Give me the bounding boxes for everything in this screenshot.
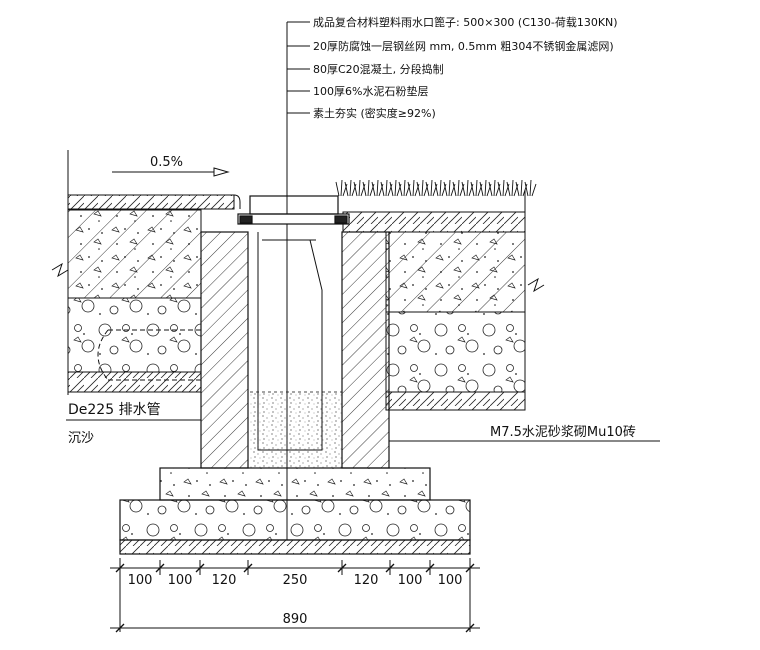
grass-tuft bbox=[380, 179, 393, 197]
left-brick-wall bbox=[200, 231, 249, 469]
right-brick-wall bbox=[341, 231, 390, 469]
right-pavement bbox=[342, 190, 545, 411]
dim-segment-5: 120 bbox=[354, 573, 379, 588]
callout-list: 成品复合材料塑料雨水口篦子: 500×300 (C130-荷载130KN) 20… bbox=[313, 15, 618, 120]
grass-tuft bbox=[335, 179, 348, 197]
callout-compacted-soil: 素土夯实 (密实度≥92%) bbox=[313, 106, 436, 120]
grass-tuft bbox=[470, 179, 483, 197]
grass-tuft bbox=[344, 179, 357, 197]
grass-tuft bbox=[524, 179, 537, 197]
drain-pipe bbox=[97, 329, 201, 381]
wall-label: M7.5水泥砂浆砌Mu10砖 bbox=[490, 425, 636, 440]
grass-tuft bbox=[497, 179, 510, 197]
slope-arrow: 0.5% bbox=[112, 155, 230, 177]
callout-cement-stone-layer: 100厚6%水泥石粉垫层 bbox=[313, 84, 428, 98]
grass-tuft bbox=[506, 179, 519, 197]
grate-frame bbox=[237, 213, 350, 225]
grass-tuft bbox=[488, 179, 501, 197]
annotation-labels: De225 排水管 沉沙 M7.5水泥砂浆砌Mu10砖 bbox=[66, 402, 660, 446]
grass-tuft bbox=[416, 179, 429, 197]
grass-tuft bbox=[461, 179, 474, 197]
grass-tuft bbox=[425, 179, 438, 197]
left-gravel-layer bbox=[67, 297, 202, 373]
grass-tuft bbox=[362, 179, 375, 197]
grass-tuft bbox=[452, 179, 465, 197]
callout-grate: 成品复合材料塑料雨水口篦子: 500×300 (C130-荷载130KN) bbox=[313, 15, 618, 29]
dim-segment-4: 250 bbox=[283, 573, 308, 588]
dim-segment-2: 100 bbox=[168, 573, 193, 588]
grass-tuft bbox=[479, 179, 492, 197]
grass-tuft bbox=[353, 179, 366, 197]
foundation-concrete-slab bbox=[159, 467, 431, 501]
foundation-compacted-soil bbox=[119, 539, 471, 555]
sediment-label: 沉沙 bbox=[68, 431, 94, 446]
left-soil-layer bbox=[67, 371, 202, 393]
grass-tuft bbox=[443, 179, 456, 197]
inlet-structure bbox=[200, 195, 390, 469]
foundation bbox=[119, 467, 471, 555]
dim-segment-6: 100 bbox=[398, 573, 423, 588]
grate-cover bbox=[249, 195, 339, 215]
grass-tuft bbox=[371, 179, 384, 197]
callout-c20-concrete: 80厚C20混凝土, 分段捣制 bbox=[313, 62, 444, 76]
dimension-ticks bbox=[115, 563, 475, 633]
right-grass-base bbox=[342, 211, 526, 233]
callout-filter-mesh: 20厚防腐蚀一层钢丝网 mm, 0.5mm 粗304不锈钢金属滤网) bbox=[313, 39, 614, 53]
sediment-fill bbox=[250, 392, 342, 468]
dim-segment-1: 100 bbox=[128, 573, 153, 588]
foundation-gravel-bed bbox=[119, 499, 471, 541]
grass-tuft bbox=[389, 179, 402, 197]
grass-surface bbox=[335, 179, 537, 197]
left-pavement bbox=[51, 150, 241, 395]
dim-segment-7: 100 bbox=[438, 573, 463, 588]
grass-tuft bbox=[434, 179, 447, 197]
slope-label: 0.5% bbox=[150, 155, 183, 170]
right-soil-layer bbox=[385, 391, 526, 411]
grass-tuft bbox=[398, 179, 411, 197]
dimension-labels: 100 100 120 250 120 100 100 890 bbox=[128, 573, 463, 627]
right-gravel-layer bbox=[385, 311, 526, 393]
grass-tuft bbox=[515, 179, 528, 197]
dim-segment-3: 120 bbox=[212, 573, 237, 588]
pipe-label: De225 排水管 bbox=[68, 402, 161, 418]
dim-total: 890 bbox=[283, 612, 308, 627]
left-paver-layer bbox=[67, 194, 235, 210]
grass-tuft bbox=[407, 179, 420, 197]
